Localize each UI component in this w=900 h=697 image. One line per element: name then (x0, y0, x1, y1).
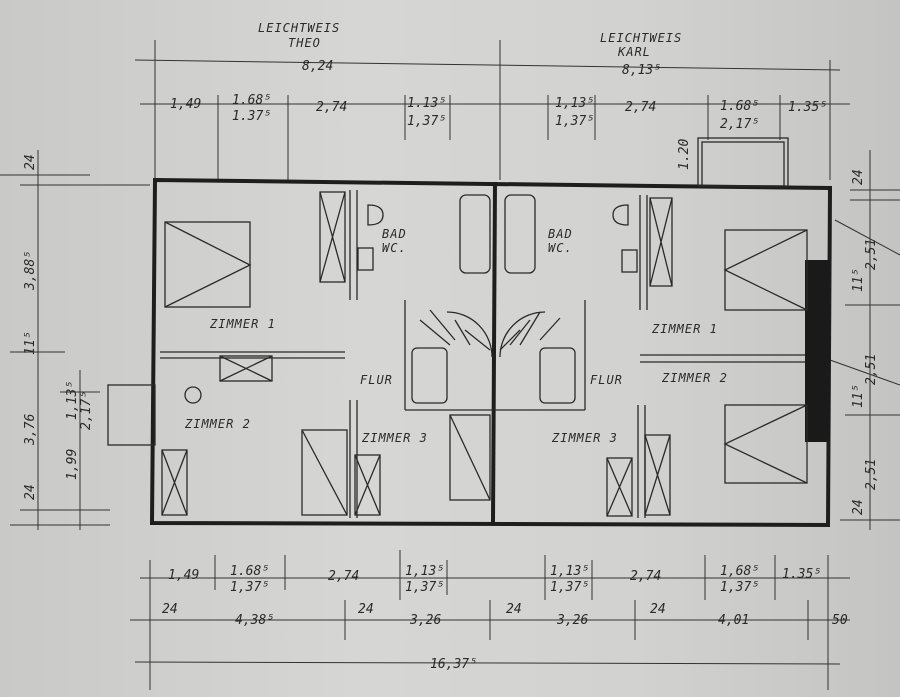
dimension-bottom: 1.68⁵ (230, 564, 269, 579)
dimension-top: 1.37⁵ (232, 109, 271, 124)
dimension-right: 24 (851, 499, 866, 515)
room-label-left-zimmer3: ZIMMER 3 (361, 431, 428, 445)
dimension-bottom-rooms: 3,26 (409, 613, 441, 628)
room-label-left-wc: WC. (382, 241, 407, 255)
dimension-right: 2,51 (864, 459, 879, 490)
dimension-balcony: 1.20 (677, 139, 692, 170)
furniture (161, 191, 808, 517)
dimension-bottom: 1,49 (168, 568, 199, 583)
dimension-right: 2,51 (864, 239, 879, 270)
dimension-bottom-rooms: 4,38⁵ (235, 613, 274, 628)
room-label-left-flur: FLUR (360, 373, 393, 387)
dimension-top: 2,17⁵ (720, 117, 759, 132)
owner-left-surname: LEICHTWEIS (258, 21, 340, 35)
dimension-top: 1.68⁵ (720, 99, 759, 114)
dimension-bottom: 1.35⁵ (782, 567, 821, 582)
dimension-lines (0, 40, 900, 690)
dimension-top: 2,74 (625, 100, 656, 115)
owner-left-firstname: THEO (288, 36, 321, 50)
dimension-bottom: 1,37⁵ (720, 580, 759, 595)
dimension-left: 24 (23, 484, 38, 500)
owner-right-surname: LEICHTWEIS (600, 31, 682, 45)
dimension-bottom: 2,74 (328, 569, 359, 584)
dimension-left: 11⁵ (23, 332, 38, 355)
room-label-right-flur: FLUR (590, 373, 623, 387)
dimension-bottom-rooms: 4,01 (718, 613, 749, 628)
dimension-bottom-rooms: 50 (832, 613, 848, 628)
dimension-left: 24 (23, 154, 38, 170)
walls (107, 137, 833, 528)
dimension-top: 1.68⁵ (232, 93, 271, 108)
dimension-top: 1,13⁵ (555, 96, 594, 111)
dimension-total: 16,37⁵ (430, 657, 477, 672)
room-label-left-bad: BAD (382, 227, 407, 241)
dimension-right: 24 (851, 169, 866, 185)
dimension-top: 1.35⁵ (788, 100, 827, 115)
dimension-bottom: 1,37⁵ (550, 580, 589, 595)
room-label-left-zimmer1: ZIMMER 1 (209, 317, 276, 331)
dimension-top: 2,74 (316, 100, 347, 115)
room-label-right-bad: BAD (548, 227, 573, 241)
room-label-right-zimmer2: ZIMMER 2 (661, 371, 728, 385)
dimension-right: 2,51 (864, 354, 879, 385)
width-left: 8,24 (302, 59, 333, 74)
room-label-right-zimmer3: ZIMMER 3 (551, 431, 618, 445)
dimension-top: 1,37⁵ (555, 114, 594, 129)
dimension-bottom: 1,37⁵ (405, 580, 444, 595)
room-label-right-zimmer1: ZIMMER 1 (651, 322, 718, 336)
dimension-left: 2,17⁵ (79, 391, 94, 430)
dimension-right: 11⁵ (851, 385, 866, 408)
dimension-bottom: 1,68⁵ (720, 564, 759, 579)
room-label-left-zimmer2: ZIMMER 2 (184, 417, 251, 431)
dimension-bottom: 1,37⁵ (230, 580, 269, 595)
dimension-bottom: 1,13⁵ (405, 564, 444, 579)
dimension-top: 1,37⁵ (407, 114, 446, 129)
dimension-left: 3,76 (23, 414, 38, 446)
dimension-bottom: 2,74 (630, 569, 661, 584)
dimension-top: 1,49 (170, 97, 201, 112)
dimension-top: 1.13⁵ (407, 96, 446, 111)
dimension-right: 11⁵ (851, 269, 866, 292)
dimension-bottom-rooms: 24 (162, 602, 178, 617)
room-label-right-wc: WC. (548, 241, 573, 255)
dimension-left: 3,88⁵ (23, 251, 38, 291)
dimension-bottom-rooms: 24 (506, 602, 522, 617)
dimension-bottom-rooms: 24 (650, 602, 666, 617)
dimension-left: 1,99 (65, 449, 80, 480)
owner-right-firstname: KARL (617, 45, 651, 59)
dimension-bottom-rooms: 24 (358, 602, 374, 617)
width-right: 8,13⁵ (622, 63, 661, 78)
dimension-bottom-rooms: 3,26 (556, 613, 588, 628)
dimension-left: 1,13⁵ (65, 381, 80, 420)
dimension-bottom: 1,13⁵ (550, 564, 589, 579)
